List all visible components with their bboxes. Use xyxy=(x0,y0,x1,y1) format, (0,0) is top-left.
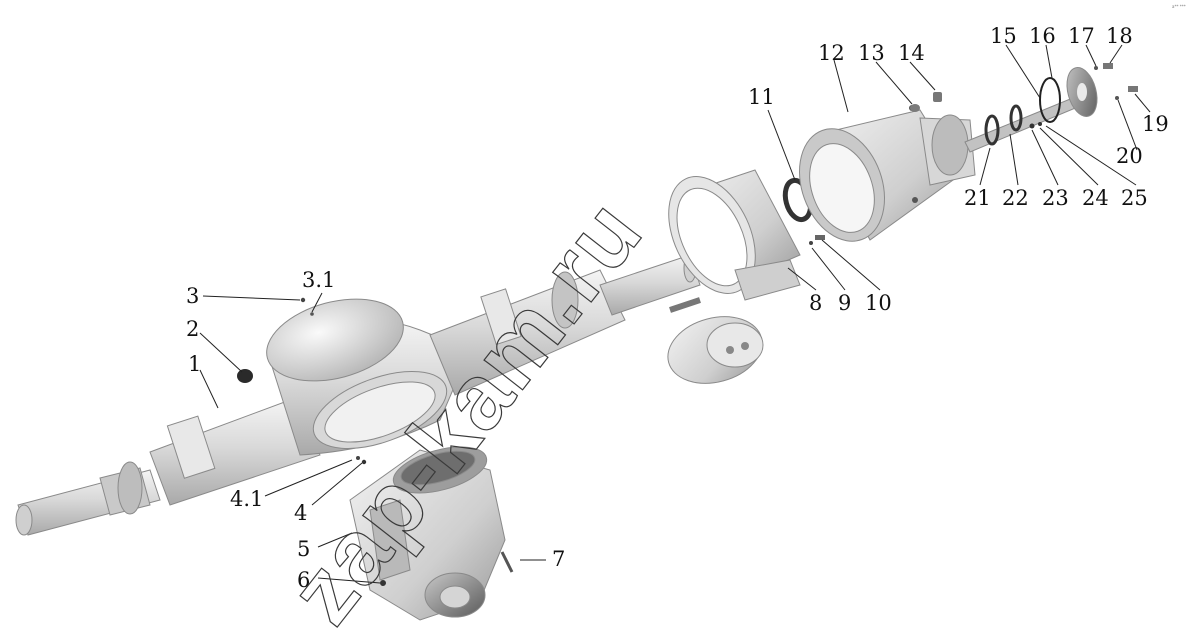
breather-plug xyxy=(237,297,367,465)
label-4-1: 4.1 xyxy=(230,487,263,511)
label-15: 15 xyxy=(990,24,1017,48)
label-14: 14 xyxy=(898,41,925,65)
label-18: 18 xyxy=(1106,24,1133,48)
corner-mark: a** *** xyxy=(1172,4,1186,9)
label-16: 16 xyxy=(1029,24,1056,48)
label-4: 4 xyxy=(294,501,307,525)
label-7: 7 xyxy=(552,547,565,571)
label-1: 1 xyxy=(188,352,201,376)
label-21: 21 xyxy=(964,186,991,210)
bolt-7 xyxy=(500,551,514,573)
label-9: 9 xyxy=(838,291,851,315)
callout-labels: 3 3.1 2 1 4.1 4 5 6 7 8 9 10 11 12 13 14… xyxy=(186,4,1186,592)
label-17: 17 xyxy=(1068,24,1095,48)
label-23: 23 xyxy=(1042,186,1069,210)
label-25: 25 xyxy=(1121,186,1148,210)
label-22: 22 xyxy=(1002,186,1029,210)
label-2: 2 xyxy=(186,317,199,341)
wheel-hub xyxy=(798,105,976,242)
brake-chamber xyxy=(667,297,764,384)
label-3: 3 xyxy=(186,284,199,308)
axle-housing xyxy=(15,253,701,536)
label-6: 6 xyxy=(297,568,310,592)
differential-assembly xyxy=(349,446,506,621)
label-20: 20 xyxy=(1116,144,1143,168)
label-8: 8 xyxy=(809,291,822,315)
label-12: 12 xyxy=(818,41,845,65)
label-24: 24 xyxy=(1082,186,1109,210)
brake-drum xyxy=(668,169,801,301)
bolts-9-10 xyxy=(809,235,825,245)
label-10: 10 xyxy=(865,291,892,315)
label-3-1: 3.1 xyxy=(302,268,335,292)
label-5: 5 xyxy=(297,537,310,561)
hub-small-parts xyxy=(910,92,942,112)
label-13: 13 xyxy=(858,41,885,65)
half-shaft xyxy=(964,63,1138,153)
label-11: 11 xyxy=(748,85,775,109)
leader-lines xyxy=(199,44,1151,584)
label-19: 19 xyxy=(1142,112,1169,136)
